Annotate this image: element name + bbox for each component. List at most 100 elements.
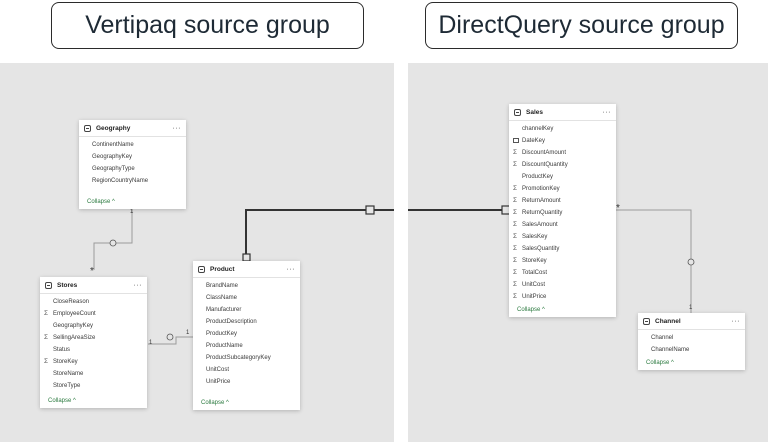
sigma-icon: Σ xyxy=(513,269,518,276)
vertipaq-group-header: Vertipaq source group xyxy=(51,2,364,49)
field-name: ProductDescription xyxy=(206,319,257,325)
sigma-icon: Σ xyxy=(44,310,49,317)
field-row[interactable]: Σ DiscountQuantity xyxy=(509,159,616,171)
field-name: GeographyKey xyxy=(92,154,133,160)
field-row[interactable]: Σ UnitCost xyxy=(509,279,616,291)
table-header[interactable]: Sales ··· xyxy=(509,104,616,121)
field-name: SalesAmount xyxy=(522,222,558,228)
field-row[interactable]: ProductDescription xyxy=(193,316,300,328)
field-row[interactable]: StoreType xyxy=(40,380,147,392)
field-row[interactable]: UnitCost xyxy=(193,364,300,376)
more-options-icon[interactable]: ··· xyxy=(172,124,181,132)
field-row[interactable]: Manufacturer xyxy=(193,304,300,316)
field-row[interactable]: BrandName xyxy=(193,280,300,292)
field-row[interactable]: Status xyxy=(40,344,147,356)
table-header[interactable]: Channel··· xyxy=(638,313,745,330)
field-name: ContinentName xyxy=(92,142,134,148)
rel-sales-many: * xyxy=(616,203,620,214)
field-name: ReturnAmount xyxy=(522,198,561,204)
field-row[interactable]: DateKey xyxy=(509,135,616,147)
field-row[interactable]: Σ EmployeeCount xyxy=(40,308,147,320)
field-name: StoreKey xyxy=(53,359,78,365)
more-options-icon[interactable]: ··· xyxy=(602,108,611,116)
field-name: TotalCost xyxy=(522,270,548,276)
sigma-icon: Σ xyxy=(513,197,518,204)
collapse-link[interactable]: Collapse ^ xyxy=(87,199,115,205)
calendar-icon xyxy=(513,138,519,143)
field-row[interactable]: ProductName xyxy=(193,340,300,352)
rel-channel-one: 1 xyxy=(689,305,693,311)
field-name: SalesQuantity xyxy=(522,246,560,252)
more-options-icon[interactable]: ··· xyxy=(133,281,142,289)
table-header[interactable]: Product··· xyxy=(193,261,300,278)
sigma-icon: Σ xyxy=(513,233,518,240)
field-name: DiscountQuantity xyxy=(522,162,568,168)
field-row[interactable]: Σ SalesQuantity xyxy=(509,243,616,255)
field-row[interactable]: GeographyType xyxy=(79,163,186,175)
field-name: StoreKey xyxy=(522,258,547,264)
rel-stores-one: 1 xyxy=(149,340,153,346)
table-header[interactable]: Geography ··· xyxy=(79,120,186,137)
field-row[interactable]: channelKey xyxy=(509,123,616,135)
field-row[interactable]: ProductKey xyxy=(193,328,300,340)
more-options-icon[interactable]: ··· xyxy=(731,317,740,325)
field-row[interactable]: Σ SellingAreaSize xyxy=(40,332,147,344)
collapse-link[interactable]: Collapse ^ xyxy=(646,360,674,366)
sigma-icon: Σ xyxy=(513,293,518,300)
field-name: SellingAreaSize xyxy=(53,335,96,341)
table-title: Sales xyxy=(526,108,543,116)
rel-stores-many: * xyxy=(90,266,94,277)
collapse-link[interactable]: Collapse ^ xyxy=(517,307,545,313)
field-row[interactable]: ContinentName xyxy=(79,139,186,151)
field-name: UnitCost xyxy=(522,282,546,288)
sigma-icon: Σ xyxy=(513,245,518,252)
field-row[interactable]: Σ ReturnAmount xyxy=(509,195,616,207)
sigma-icon: Σ xyxy=(513,281,518,288)
table-icon xyxy=(84,124,91,132)
field-row[interactable]: ClassName xyxy=(193,292,300,304)
field-row[interactable]: ChannelName xyxy=(638,344,745,356)
field-row[interactable]: GeographyKey xyxy=(40,320,147,332)
field-row[interactable]: GeographyKey xyxy=(79,151,186,163)
table-header[interactable]: Stores··· xyxy=(40,277,147,294)
field-name: ChannelName xyxy=(651,347,690,353)
field-name: ProductKey xyxy=(206,331,238,337)
more-options-icon[interactable]: ··· xyxy=(286,265,295,273)
sigma-icon: Σ xyxy=(513,185,518,192)
table-title: Geography xyxy=(96,124,131,132)
field-name: UnitCost xyxy=(206,367,230,373)
collapse-link[interactable]: Collapse ^ xyxy=(201,400,229,406)
field-row[interactable]: UnitPrice xyxy=(193,376,300,388)
field-row[interactable]: ProductKey xyxy=(509,171,616,183)
field-name: EmployeeCount xyxy=(53,311,96,317)
field-row[interactable]: ProductSubcategoryKey xyxy=(193,352,300,364)
sigma-icon: Σ xyxy=(44,334,49,341)
table-icon xyxy=(643,317,650,325)
field-row[interactable]: RegionCountryName xyxy=(79,175,186,187)
field-row[interactable]: StoreName xyxy=(40,368,147,380)
sigma-icon: Σ xyxy=(513,149,518,156)
field-name: StoreName xyxy=(53,371,84,377)
field-row[interactable]: CloseReason xyxy=(40,296,147,308)
collapse-link[interactable]: Collapse ^ xyxy=(48,398,76,404)
field-name: UnitPrice xyxy=(206,379,231,385)
field-row[interactable]: Σ TotalCost xyxy=(509,267,616,279)
sigma-icon: Σ xyxy=(513,161,518,168)
field-row[interactable]: Channel xyxy=(638,332,745,344)
